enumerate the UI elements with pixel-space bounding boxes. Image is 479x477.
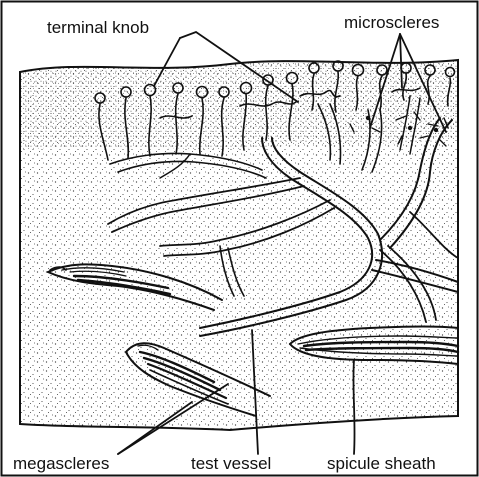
label-megascleres: megascleres bbox=[12, 455, 110, 472]
label-terminal-knob: terminal knob bbox=[46, 19, 150, 36]
label-test-vessel: test vessel bbox=[190, 455, 272, 472]
label-microscleres: microscleres bbox=[343, 14, 440, 31]
label-spicule-sheath: spicule sheath bbox=[326, 455, 437, 472]
